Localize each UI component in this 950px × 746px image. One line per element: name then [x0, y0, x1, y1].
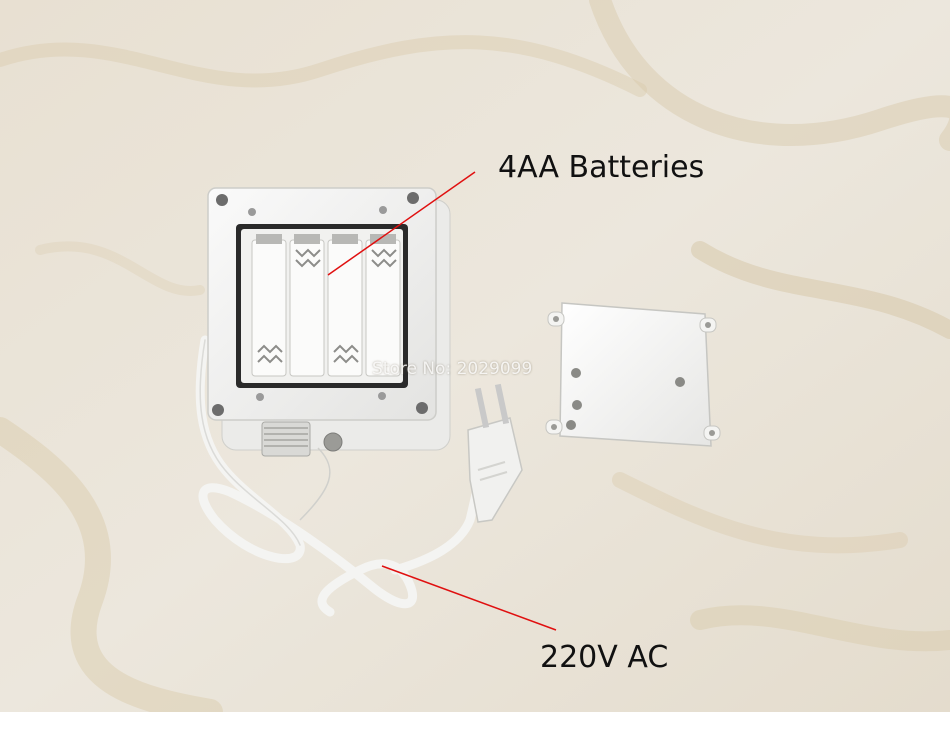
screw-hole-icon — [416, 402, 428, 414]
battery-cover — [545, 302, 721, 447]
eu-plug — [467, 383, 523, 523]
screw-icon — [572, 400, 582, 410]
batteries-label: 4AA Batteries — [498, 150, 705, 185]
bottom-strip — [0, 712, 950, 742]
marble-veins — [0, 0, 950, 725]
screw-hole-icon — [212, 404, 224, 416]
batteries-pointer-line — [327, 171, 476, 276]
battery-holder — [251, 234, 401, 377]
screw-hole-icon — [407, 192, 419, 204]
screw-icon — [675, 377, 685, 387]
controller-housing — [207, 187, 451, 521]
threaded-fitting — [261, 421, 311, 457]
power-label: 220V AC — [540, 640, 669, 675]
power-pointer-line — [381, 565, 557, 631]
screw-hole-icon — [216, 194, 228, 206]
store-watermark: Store No: 2029099 — [372, 359, 533, 379]
screw-icon — [566, 420, 576, 430]
screw-icon — [571, 368, 581, 378]
marble-background — [0, 0, 950, 712]
